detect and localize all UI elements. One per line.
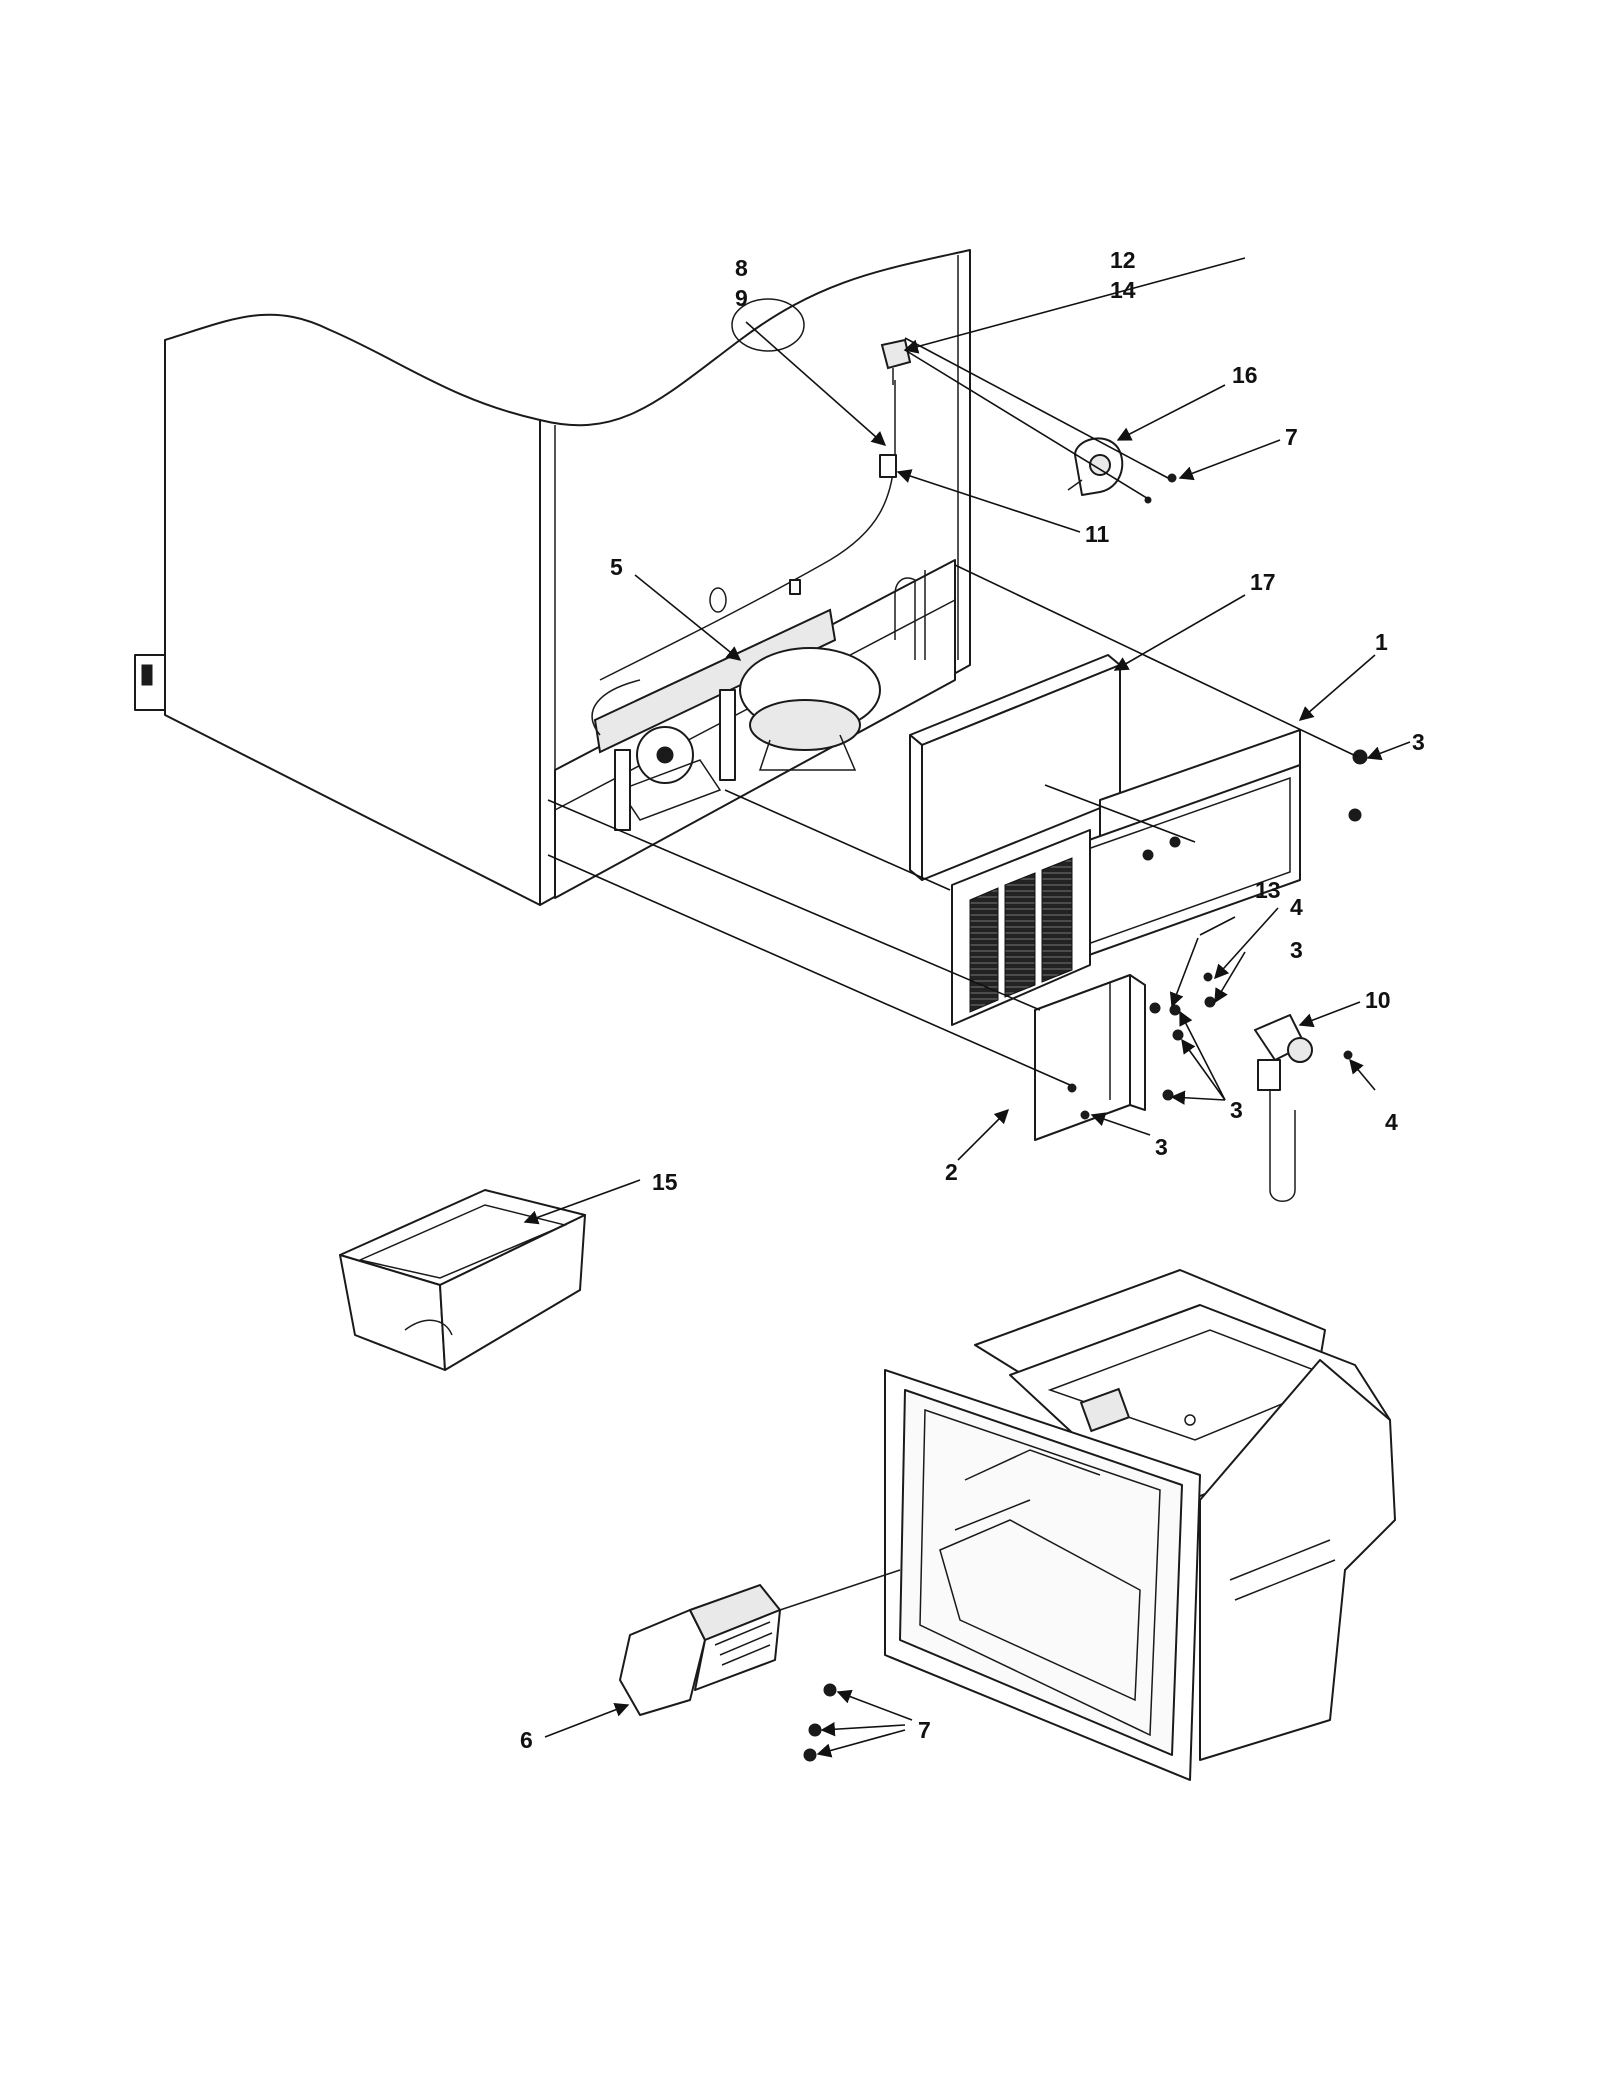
callout-11: 11 <box>1085 521 1110 547</box>
part-2-bracket <box>1034 974 1146 1141</box>
leader-lines <box>523 257 1411 1758</box>
callout-labels: 8 9 12 14 16 7 11 5 17 1 3 13 4 3 10 3 4… <box>520 247 1425 1753</box>
callout-13: 13 <box>1255 877 1281 903</box>
part-15-pan <box>339 1189 586 1371</box>
freezer-drawer <box>884 1269 1396 1781</box>
part-16-filter-head <box>1067 437 1177 504</box>
screws-group <box>1149 972 1216 1101</box>
callout-8: 8 <box>735 255 748 281</box>
callout-17: 17 <box>1250 569 1276 595</box>
callout-16: 16 <box>1232 362 1258 388</box>
callout-3-bottom: 3 <box>1155 1134 1168 1160</box>
callout-1: 1 <box>1375 629 1388 655</box>
callout-3-right: 3 <box>1412 729 1425 755</box>
callout-9: 9 <box>735 285 748 311</box>
callout-7-bottom: 7 <box>918 1717 931 1743</box>
callout-12: 12 <box>1110 247 1136 273</box>
part-12-fitting <box>880 338 912 385</box>
grille-panel <box>951 829 1091 1026</box>
part-1-access-cover <box>1074 729 1368 961</box>
callout-6: 6 <box>520 1727 533 1753</box>
refrigerator-cabinet <box>134 249 971 906</box>
part-6-ice-maker <box>619 1569 901 1762</box>
part-17-insulation <box>909 654 1121 881</box>
callout-2: 2 <box>945 1159 958 1185</box>
callout-4-upper: 4 <box>1290 894 1303 920</box>
callout-4-lower: 4 <box>1385 1109 1398 1135</box>
callout-10: 10 <box>1365 987 1391 1013</box>
callout-14: 14 <box>1110 277 1136 303</box>
part-10-water-valve <box>1254 1014 1353 1202</box>
callout-15: 15 <box>652 1169 678 1195</box>
callout-3-mid: 3 <box>1290 937 1303 963</box>
callout-7-top: 7 <box>1285 424 1298 450</box>
callout-5: 5 <box>610 554 623 580</box>
callout-3-lower: 3 <box>1230 1097 1243 1123</box>
